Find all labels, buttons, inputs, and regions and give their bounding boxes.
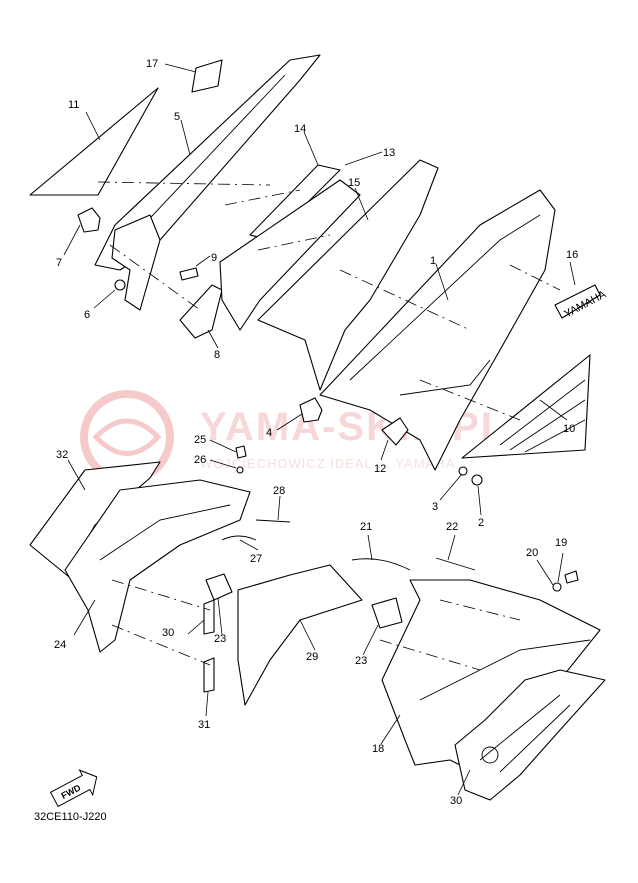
callout-28: 28 — [273, 485, 285, 497]
part-17-label — [191, 59, 223, 93]
callout-9: 9 — [211, 252, 217, 264]
part-27-strip — [221, 535, 257, 541]
callout-30: 30 — [162, 627, 174, 639]
part-10-decal — [461, 354, 591, 459]
part-30b-pad — [203, 657, 215, 693]
part-31-decal — [454, 669, 606, 801]
callout-18: 18 — [372, 743, 384, 755]
part-11-sticker — [29, 87, 159, 196]
callout-23-right: 23 — [355, 655, 367, 667]
diagram-code: 32CE110-J220 — [34, 811, 107, 823]
callout-32: 32 — [56, 449, 68, 461]
part-2-bolt — [471, 474, 483, 486]
part-8-bracket — [179, 284, 223, 339]
part-29-inner-panel — [237, 564, 363, 706]
part-4-damper — [299, 397, 323, 423]
part-23-damper — [205, 573, 233, 601]
callout-8: 8 — [214, 349, 220, 361]
callout-2: 2 — [478, 517, 484, 529]
callout-31: 30 — [450, 795, 462, 807]
callout-16: 16 — [566, 249, 578, 261]
callouts: 17 11 5 14 13 15 1 16 7 6 9 8 4 12 10 3 … — [54, 58, 578, 807]
part-12-clip — [381, 417, 409, 446]
callout-17: 17 — [146, 58, 158, 70]
callout-27: 27 — [250, 553, 262, 565]
part-30-pad — [203, 599, 215, 635]
part-3-washer — [458, 466, 468, 476]
part-13-side-panel — [219, 179, 361, 331]
callout-25: 25 — [194, 434, 206, 446]
callout-12: 12 — [374, 463, 386, 475]
callout-5: 5 — [174, 111, 180, 123]
callout-29: 29 — [306, 651, 318, 663]
callout-15: 15 — [348, 177, 360, 189]
callout-6: 6 — [84, 309, 90, 321]
callout-23: 23 — [214, 633, 226, 645]
part-24-fairing — [64, 479, 251, 653]
callout-11: 11 — [68, 99, 79, 111]
callout-14: 14 — [294, 123, 306, 135]
part-6-bolt — [114, 279, 126, 291]
callout-20: 20 — [526, 547, 538, 559]
callout-4: 4 — [266, 427, 272, 439]
part-15-cover — [257, 159, 439, 391]
part-19-screw — [564, 570, 579, 584]
callout-26: 26 — [194, 454, 206, 466]
part-22-strip — [435, 557, 476, 571]
part-26-collar — [236, 466, 244, 474]
callout-3: 3 — [432, 501, 438, 513]
callout-13: 13 — [383, 147, 395, 159]
fwd-arrow-icon: FWD — [49, 769, 98, 808]
callout-19: 19 — [555, 537, 567, 549]
callout-1: 1 — [430, 255, 436, 267]
callout-22: 22 — [446, 521, 458, 533]
watermark-subtext: WOJCIECHOWICZ IDEAL … YAMAHA — [200, 456, 455, 471]
part-7-damper — [77, 207, 101, 233]
callout-7: 7 — [56, 257, 62, 269]
part-25-screw — [235, 445, 247, 459]
part-28-strip — [255, 519, 291, 523]
part-16-decal — [554, 284, 601, 319]
callout-30-lower: 31 — [198, 719, 210, 731]
callout-21: 21 — [360, 521, 372, 533]
part-20-collar — [552, 582, 562, 592]
part-21-strip — [351, 558, 411, 571]
part-23b-damper — [371, 597, 403, 629]
part-9-screw — [179, 267, 199, 281]
callout-24: 24 — [54, 639, 66, 651]
callout-10: 10 — [563, 423, 575, 435]
